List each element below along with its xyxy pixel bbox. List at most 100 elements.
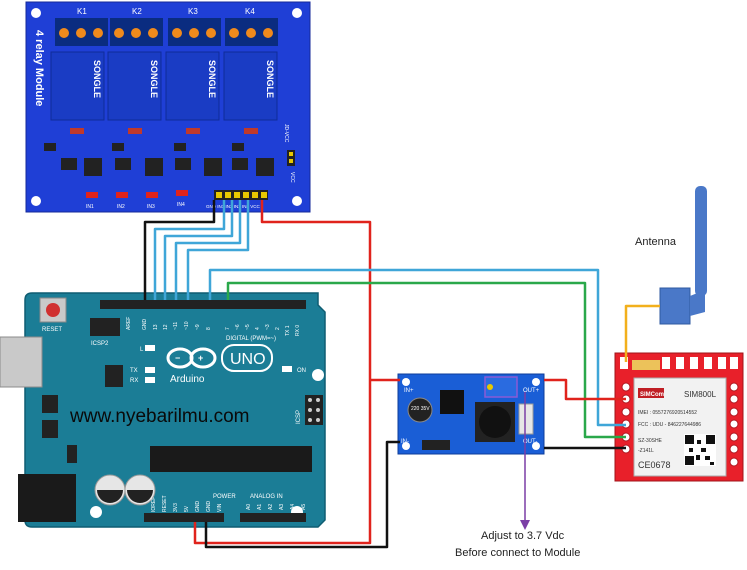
gsm-sub-code: -Z141L (638, 448, 654, 454)
analog-label: ANALOG IN (250, 494, 283, 500)
gsm-fcc: FCC : UDU - 846227644986 (638, 422, 701, 428)
adjust-note-line1: Adjust to 3.7 Vdc (481, 530, 565, 542)
gsm-ce-mark: CE0678 (638, 460, 671, 470)
potentiometer[interactable] (484, 376, 518, 398)
power-pin: GND (195, 501, 201, 513)
analog-pin: A0 (246, 504, 252, 510)
digital-pin: ~9 (195, 324, 201, 330)
input-label: IN1 (86, 204, 94, 210)
analog-pin: A1 (257, 504, 263, 510)
relay-module-title: 4 relay Module (33, 30, 45, 106)
dc-jack (18, 474, 76, 522)
input-label: IN4 (177, 202, 185, 208)
qr-code (684, 434, 716, 466)
power-pin: IOREF (151, 497, 157, 512)
svg-text:−: − (175, 353, 180, 363)
wire-relay-in1 (153, 200, 226, 300)
analog-pin: A4 (290, 504, 296, 510)
adjust-pointer (520, 392, 530, 530)
buck-cap-text: 220 35V (411, 406, 430, 412)
wire-buck-in-minus (204, 440, 400, 549)
wire-relay-in3 (174, 200, 242, 300)
buck-in-plus: IN+ (404, 388, 414, 394)
wire-relay-in4 (186, 200, 250, 300)
jd-vcc-label: JD-VCC (283, 124, 289, 143)
power-pin: GND (206, 501, 212, 513)
aref-label: AREF (126, 317, 132, 330)
relay-brand: SONGLE (92, 60, 102, 98)
digital-pin: ~10 (184, 321, 190, 330)
buck-in-minus: IN- (401, 439, 409, 445)
digital-pin: ~11 (173, 322, 179, 330)
analog-pin: A2 (268, 504, 274, 510)
digital-label: DIGITAL (PWM=~) (226, 336, 276, 342)
wire-relay-gnd (143, 200, 216, 300)
relay-brand: SONGLE (207, 60, 217, 98)
digital-pin: ~5 (245, 324, 251, 330)
wire-buck-out-plus (544, 378, 626, 401)
buck-converter: IN+ IN- OUT+ OUT- 220 35V (397, 373, 545, 455)
icsp2-label: ICSP2 (91, 341, 109, 347)
antenna (659, 186, 707, 325)
mount-hole (292, 8, 302, 18)
power-pin: RESET (162, 495, 168, 512)
relay-k3: K3 SONGLE (165, 7, 221, 134)
antenna-label: Antenna (635, 236, 677, 248)
header-pin-labels: GND IN1 IN2 IN3 IN4 VCC (206, 204, 261, 209)
relay-k2: K2 SONGLE (107, 7, 163, 134)
relay-k1: K1 SONGLE (50, 7, 108, 134)
relay-label: K4 (245, 7, 255, 16)
arduino-logo: − + (166, 347, 217, 369)
relay-brand: SONGLE (149, 60, 159, 98)
gsm-module: SIMCom SIM800L IMEI : 0557276920514552 F… (614, 352, 744, 482)
rx-label: RX (130, 378, 138, 384)
digital-pin: 4 (255, 327, 261, 330)
tx-label: TX (130, 368, 138, 374)
wire-relay-in2 (163, 200, 234, 300)
digital-pin: 7 (225, 327, 231, 330)
icsp-label: ICSP (296, 410, 302, 424)
power-pin: 3V3 (173, 503, 179, 512)
gsm-imei: IMEI : 0557276920514552 (638, 410, 697, 416)
relay-module: 4 relay Module K1 SONGLE K2 SONGLE K3 SO… (25, 1, 311, 213)
digital-pin: 2 (275, 327, 281, 330)
usb-connector (0, 336, 43, 388)
analog-pin: A3 (279, 504, 285, 510)
reset-label: RESET (42, 327, 62, 333)
wire-relay-vcc (193, 200, 372, 545)
gsm-model: SIM800L (684, 390, 717, 399)
power-pin: 5V (184, 505, 190, 512)
digital-pin: ~3 (265, 324, 271, 330)
input-label: IN3 (147, 204, 155, 210)
wires (143, 200, 660, 549)
mount-hole (31, 196, 41, 206)
relay-k4: K4 SONGLE (223, 7, 278, 134)
vcc-label: VCC (289, 172, 295, 183)
input-label: IN2 (117, 204, 125, 210)
digital-pin: 12 (163, 324, 169, 330)
digital-pin: 8 (206, 327, 212, 330)
digital-pin: TX 1 (285, 325, 291, 336)
wire-antenna (624, 304, 660, 362)
antenna-connector (632, 360, 660, 370)
digital-pin: 13 (153, 324, 159, 330)
watermark: www.nyebarilmu.com (69, 406, 250, 427)
analog-header (240, 513, 306, 522)
digital-pin: ~6 (235, 324, 241, 330)
svg-text:+: + (198, 353, 203, 363)
gsm-brand: SIMCom (640, 392, 664, 398)
digital-pin: RX 0 (295, 325, 301, 336)
relay-label: K1 (77, 7, 87, 16)
mount-hole (31, 8, 41, 18)
arduino-model: UNO (230, 351, 266, 368)
reset-button[interactable] (46, 303, 60, 317)
input-leds (86, 190, 188, 198)
relay-brand: SONGLE (265, 60, 275, 98)
wire-pin8-gsm (208, 268, 626, 427)
on-label: ON (297, 368, 306, 374)
atmega-chip (150, 446, 312, 472)
power-header (144, 513, 224, 522)
buck-out-plus: OUT+ (523, 388, 540, 394)
power-label: POWER (213, 494, 236, 500)
buck-out-minus: OUT- (523, 439, 537, 445)
